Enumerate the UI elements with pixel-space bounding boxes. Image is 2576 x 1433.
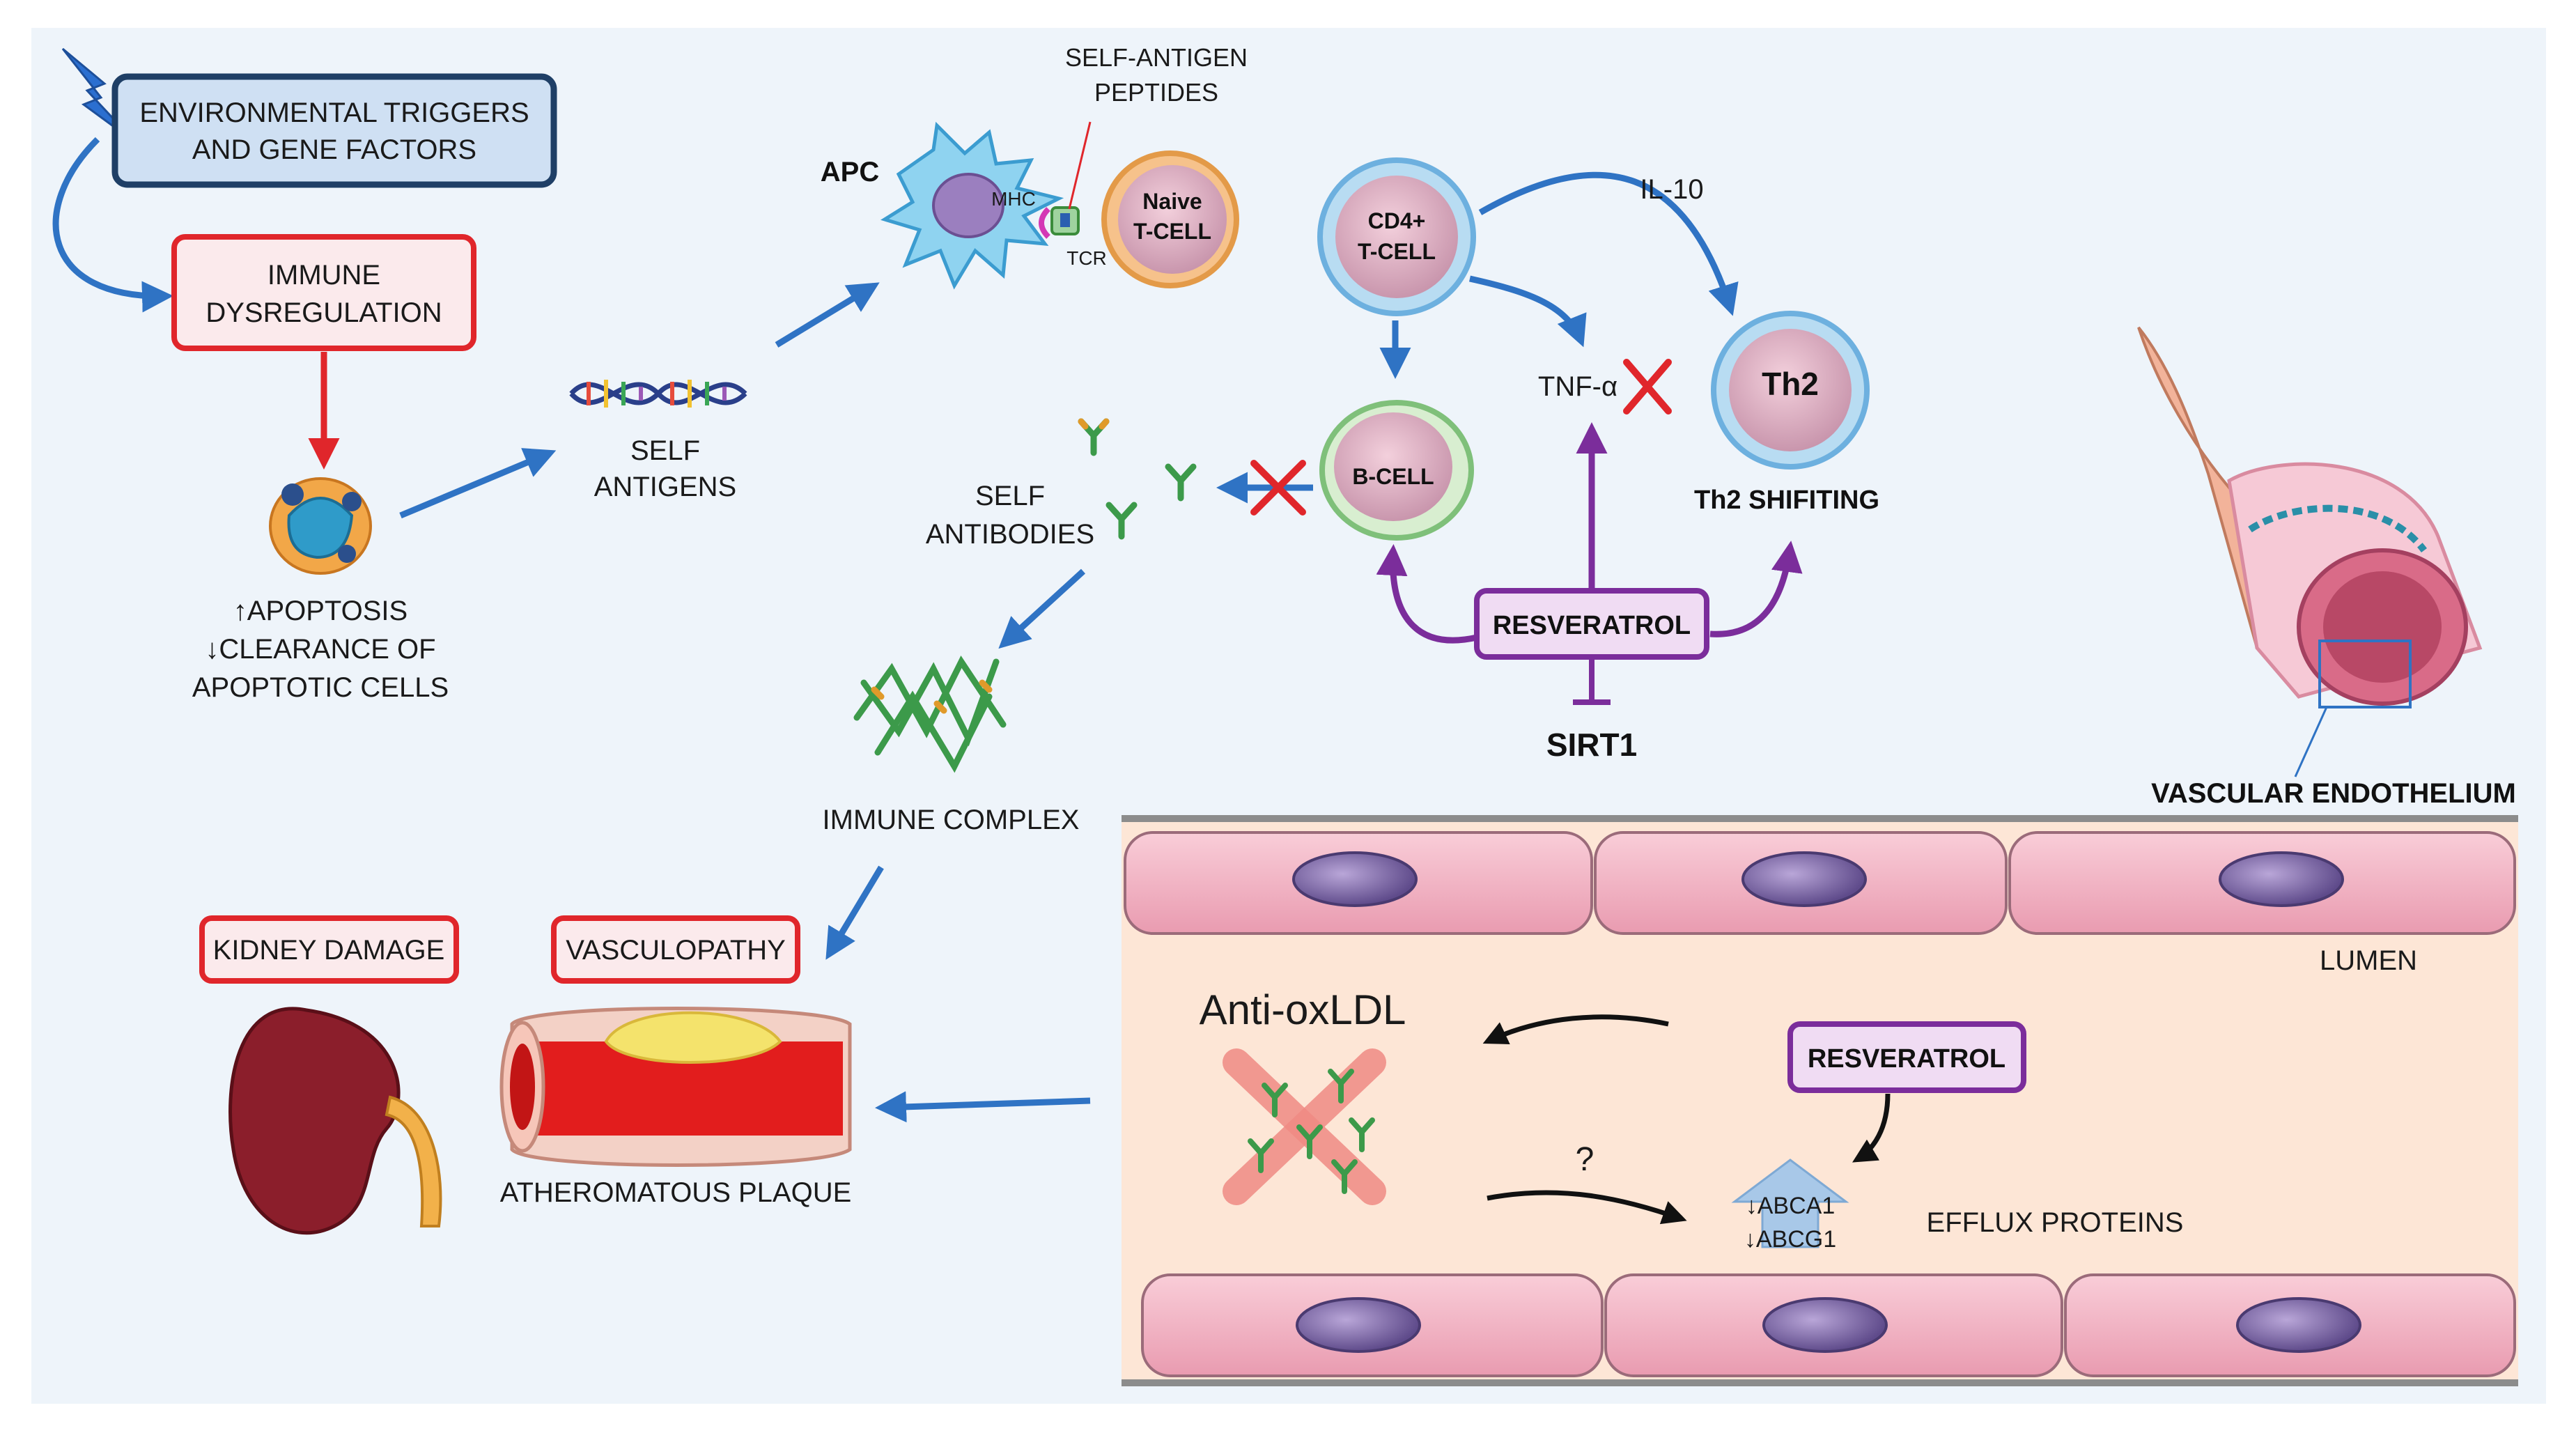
dna-icon xyxy=(569,380,747,408)
atheromatous-plaque-label: ATHEROMATOUS PLAQUE xyxy=(500,1177,852,1208)
arrow-to-efflux xyxy=(1487,1190,1687,1225)
arrow-lumen-to-plaque xyxy=(875,1091,1091,1123)
b-cell-icon xyxy=(1319,400,1474,541)
peptide-pointer xyxy=(1068,121,1092,210)
arrow-resveratrol-to-efflux xyxy=(1852,1093,1891,1163)
endothelium-pointer xyxy=(2294,706,2328,777)
apoptosis-line-1: ↑APOPTOSIS xyxy=(233,596,408,626)
abcg1-label: ↓ABCG1 xyxy=(1744,1226,1836,1253)
antibody-blocked-cross-icon xyxy=(1250,460,1306,516)
env-line-1: ENVIRONMENTAL TRIGGERS xyxy=(139,98,529,128)
arrow-antibodies-to-complex xyxy=(998,568,1086,649)
immune-line-1: IMMUNE xyxy=(267,260,380,291)
efflux-proteins-label: EFFLUX PROTEINS xyxy=(1927,1207,2184,1238)
apc-dendritic-cell-icon xyxy=(880,121,1064,290)
arrow-cd4-to-tnf xyxy=(1469,275,1587,348)
efflux-up-arrow-icon xyxy=(1731,1159,1849,1248)
immune-complex-icon xyxy=(853,656,1007,773)
vasculopathy-label: VASCULOPATHY xyxy=(566,935,786,966)
self-antigens-line-1: SELF xyxy=(630,435,700,466)
arrow-resveratrol-to-th2 xyxy=(1709,541,1803,637)
arrow-env-to-immune xyxy=(52,137,173,313)
vascular-endothelium-label: VASCULAR ENDOTHELIUM xyxy=(2151,778,2516,809)
self-antigen-peptides-line-2: PEPTIDES xyxy=(1094,78,1218,107)
self-antibodies-line-2: ANTIBODIES xyxy=(926,519,1094,550)
apoptosis-line-3: APOPTOTIC CELLS xyxy=(192,672,449,703)
apc-label: APC xyxy=(821,157,879,187)
atheromatous-plaque-icon xyxy=(499,1007,852,1167)
self-antigen-peptides-line-1: SELF-ANTIGEN xyxy=(1065,43,1248,72)
arrow-resveratrol-to-bcell xyxy=(1376,544,1477,644)
self-antigens-line-2: ANTIGENS xyxy=(594,472,736,502)
resveratrol-top-box: RESVERATROL xyxy=(1474,588,1709,660)
arrow-to-anti-oxldl xyxy=(1482,1014,1669,1045)
mhc-label: MHC xyxy=(991,188,1036,210)
kidney-damage-label: KIDNEY DAMAGE xyxy=(213,935,445,966)
anti-oxldl-crossed-icon xyxy=(1223,1048,1386,1205)
vasculopathy-box: VASCULOPATHY xyxy=(551,915,800,984)
resveratrol-bottom-label: RESVERATROL xyxy=(1808,1044,2005,1074)
arrow-complex-to-plaque xyxy=(825,865,884,960)
lumen-label: LUMEN xyxy=(2320,945,2417,976)
self-antibodies-line-1: SELF xyxy=(975,481,1045,511)
kidney-damage-box: KIDNEY DAMAGE xyxy=(199,915,459,984)
cd4-line-2: T-CELL xyxy=(1358,239,1436,264)
endothelial-cells-bottom xyxy=(1141,1273,2516,1377)
tcr-label: TCR xyxy=(1066,247,1107,269)
blood-vessel-icon xyxy=(2137,326,2483,708)
arrow-antigens-to-apc xyxy=(775,282,880,348)
tnf-blocked-cross-icon xyxy=(1623,359,1672,415)
env-line-2: AND GENE FACTORS xyxy=(192,134,476,165)
naive-line-1: Naive xyxy=(1142,189,1202,214)
tnf-label: TNF-α xyxy=(1538,371,1617,402)
apoptotic-cell-icon xyxy=(269,477,372,575)
endothelial-cells-top xyxy=(1124,831,2516,935)
il10-label: IL-10 xyxy=(1640,174,1703,205)
apoptosis-line-2: ↓CLEARANCE OF xyxy=(205,634,435,665)
bcell-label: B-CELL xyxy=(1352,464,1434,489)
resveratrol-top-label: RESVERATROL xyxy=(1493,611,1691,640)
th2-cell-icon xyxy=(1711,311,1870,470)
cd4-line-1: CD4+ xyxy=(1368,208,1426,233)
arrow-apoptosis-to-antigens xyxy=(399,448,557,519)
self-antibodies-icon xyxy=(1078,418,1197,540)
question-label: ? xyxy=(1576,1141,1595,1178)
abca1-label: ↓ABCA1 xyxy=(1746,1193,1836,1219)
cd4-t-cell-icon xyxy=(1317,157,1476,316)
kidney-icon xyxy=(228,1007,442,1235)
immune-dysregulation-box: IMMUNE DYSREGULATION xyxy=(171,234,476,351)
th2-shifting-label: Th2 SHIFITING xyxy=(1694,486,1879,515)
peptide-icon xyxy=(1060,213,1070,227)
mhc-receptor-icon xyxy=(1039,207,1050,239)
environmental-triggers-box: ENVIRONMENTAL TRIGGERS AND GENE FACTORS xyxy=(111,73,557,188)
arrow-cd4-to-th2 xyxy=(1478,171,1739,316)
th2-label: Th2 xyxy=(1762,366,1819,402)
anti-oxldl-label: Anti-oxLDL xyxy=(1200,986,1406,1033)
naive-t-cell-icon xyxy=(1101,150,1239,288)
resveratrol-bottom-box: RESVERATROL xyxy=(1787,1021,2026,1093)
immune-complex-label: IMMUNE COMPLEX xyxy=(823,805,1080,835)
sirt1-label: SIRT1 xyxy=(1546,727,1637,763)
immune-line-2: DYSREGULATION xyxy=(205,297,442,328)
naive-line-2: T-CELL xyxy=(1133,219,1211,244)
